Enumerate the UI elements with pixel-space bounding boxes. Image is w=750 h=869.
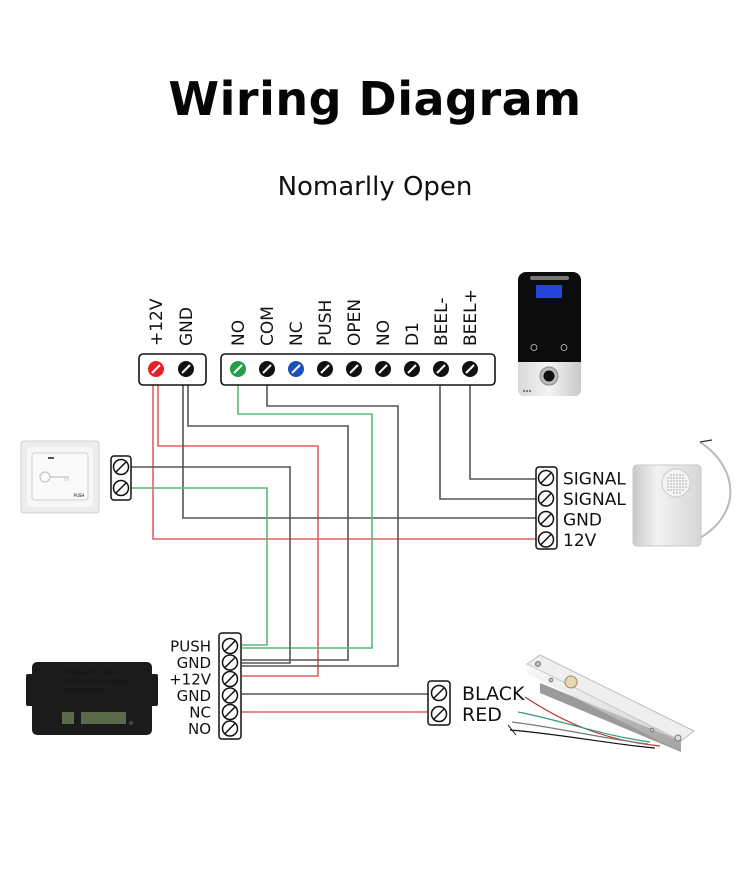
page-subtitle: Nomarlly Open — [277, 172, 473, 202]
controller-terminal-beelminus[interactable] — [433, 361, 449, 377]
keypad-key: 4 — [532, 320, 537, 328]
speaker-grille — [661, 468, 691, 498]
controller-terminal-label: GND — [177, 307, 197, 346]
wire-beel-plus-to-signal — [469, 383, 537, 480]
psu-terminal-label: GND — [177, 654, 211, 672]
wire-gnd-to-bell — [182, 383, 537, 519]
psu-terminal-gnd[interactable] — [221, 654, 239, 671]
controller-terminal-label: OPEN — [345, 299, 365, 346]
wires — [131, 383, 537, 713]
keypad-key: 9 — [562, 332, 566, 340]
bell-key-icon — [530, 344, 538, 351]
controller-terminal-label: BEEL- — [432, 298, 452, 346]
keypad-device: 1 2 3 4 5 6 7 8 9 0 — [518, 272, 581, 396]
doorbell-terminal-block — [535, 466, 558, 550]
psu-panel-line-2: INPUT : AC110-240V 50-60HZ — [66, 679, 128, 684]
psu-terminal-plus12v[interactable] — [221, 670, 239, 688]
controller-terminal-nc[interactable] — [288, 361, 304, 377]
wire-beel-minus-to-signal — [439, 383, 537, 500]
doorbell-terminal-label: SIGNAL — [563, 470, 626, 490]
exit-button-terminal-2[interactable] — [112, 479, 130, 497]
electric-bolt-lock-device — [507, 654, 695, 752]
keypad-key: 3 — [562, 308, 566, 316]
doorbell-terminal-signal[interactable] — [537, 469, 555, 487]
doorbell-terminal-gnd[interactable] — [537, 510, 555, 528]
doorbell-terminal-label: 12V — [563, 531, 597, 551]
controller-terminal-plus12v[interactable] — [148, 361, 164, 377]
psu-terminal-no[interactable] — [221, 720, 239, 737]
controller-terminal-push[interactable] — [317, 361, 333, 377]
controller-terminal-label: NC — [287, 321, 307, 346]
lock-key-icon — [560, 344, 568, 351]
controller-terminal-label: PUSH — [316, 300, 336, 346]
psu-terminal-push[interactable] — [221, 637, 239, 655]
controller-terminal-d1[interactable] — [404, 361, 420, 377]
keypad-key: 7 — [532, 332, 536, 340]
keypad-key: 5 — [547, 320, 551, 328]
wire-12v-to-bell — [152, 383, 537, 540]
lock-terminal-red[interactable] — [430, 705, 448, 723]
psu-terminal-label: +12V — [169, 671, 212, 689]
psu-panel-line-1: POWER SUPPLY CONTROL — [66, 670, 120, 675]
lock-terminal-label: BLACK — [462, 683, 525, 705]
page-title: Wiring Diagram — [168, 72, 582, 126]
controller-terminal-no[interactable] — [230, 361, 246, 377]
exit-button-terminal-1[interactable] — [112, 458, 130, 476]
controller-terminal-no[interactable] — [375, 361, 391, 377]
exit-button-text: PUSH — [74, 493, 85, 498]
doorbell-terminal-label: GND — [563, 511, 602, 531]
wire-exit-to-psu-push — [131, 487, 268, 646]
keypad-key: 8 — [547, 332, 551, 340]
psu-terminal-gnd[interactable] — [221, 687, 239, 704]
wire-com-to-psu-gnd — [242, 383, 399, 667]
keypad-key: 6 — [562, 320, 567, 328]
controller-terminal-beelplus[interactable] — [462, 361, 478, 377]
keypad-lcd — [536, 285, 562, 298]
psu-terminal-nc[interactable] — [221, 703, 239, 721]
keypad-key: 1 — [532, 308, 536, 316]
controller-terminal-label: NO — [229, 320, 249, 346]
wire-gnd-to-psu — [187, 383, 349, 661]
wire-12v-to-psu — [157, 383, 319, 677]
doorbell-terminal-12v[interactable] — [537, 531, 555, 548]
psu-terminal-label: NC — [189, 704, 211, 722]
exit-button-device[interactable]: PUSH — [20, 440, 100, 514]
doorbell-terminal-signal[interactable] — [537, 490, 555, 507]
controller-terminal-label: D1 — [403, 322, 423, 346]
psu-panel-line-3: OUTPUT DC12V 5A — [66, 688, 106, 693]
wire-no-to-psu-push — [237, 383, 373, 649]
controller-terminal-label: +12V — [147, 298, 167, 346]
psu-terminal-label: PUSH — [170, 638, 211, 656]
power-supply-device: POWER SUPPLY CONTROL INPUT : AC110-240V … — [26, 662, 158, 735]
controller-terminal-com[interactable] — [259, 361, 275, 377]
psu-terminal-label: NO — [188, 720, 211, 738]
controller-terminal-open[interactable] — [346, 361, 362, 377]
controller-terminal-gnd[interactable] — [178, 361, 194, 377]
controller-terminal-label: NO — [374, 320, 394, 346]
keypad-key: 0 — [547, 344, 551, 352]
lock-terminal-black[interactable] — [430, 684, 448, 702]
lock-terminal-label: RED — [462, 704, 502, 726]
psu-terminal-label: GND — [177, 687, 211, 705]
doorbell-device — [632, 439, 732, 547]
controller-terminal-label: BEEL+ — [461, 289, 481, 346]
wire-exit-to-psu-gnd — [131, 466, 291, 664]
controller-terminal-label: COM — [258, 306, 278, 346]
keypad-key: 2 — [547, 308, 551, 316]
doorbell-terminal-label: SIGNAL — [563, 490, 626, 510]
